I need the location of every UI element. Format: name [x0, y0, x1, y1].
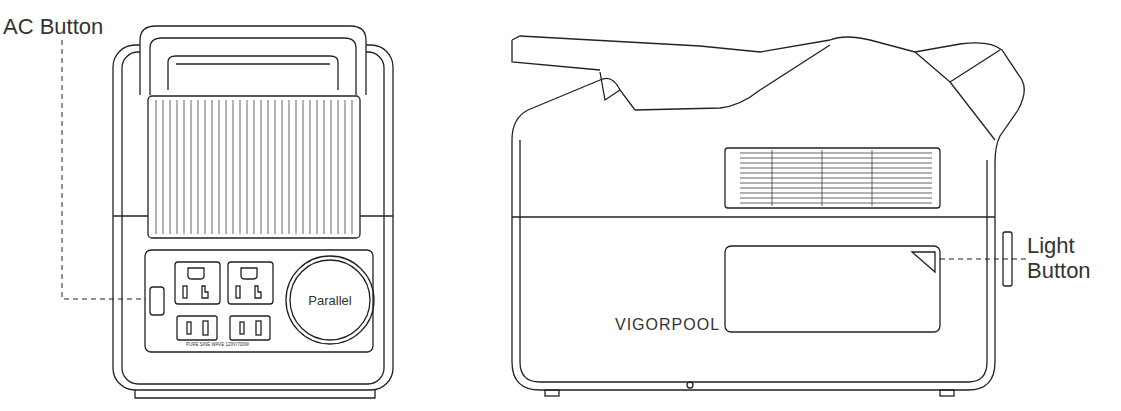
- port-circle: Parallel: [288, 258, 372, 342]
- port-label: Parallel: [308, 293, 351, 308]
- side-view: [512, 36, 1028, 396]
- spec-text: PURE SINE WAVE 120V/700W: [186, 342, 249, 347]
- callout-label: Light Button: [1027, 233, 1117, 284]
- callout-label: AC Button: [3, 14, 103, 39]
- front-view: [62, 26, 393, 398]
- brand-name: VIGORPOOL: [615, 316, 720, 334]
